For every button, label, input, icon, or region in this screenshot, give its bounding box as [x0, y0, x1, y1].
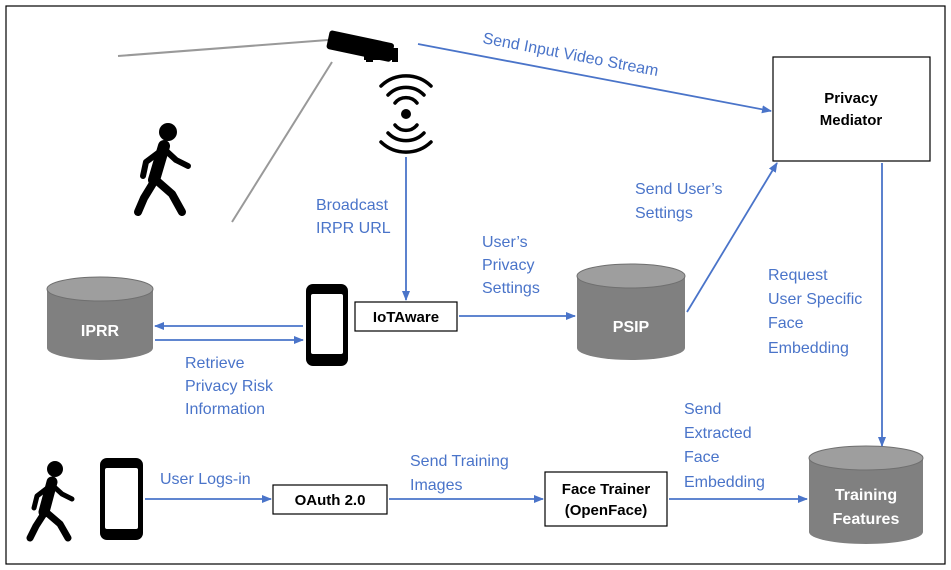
broadcast-label-2: IRPR URL [316, 220, 391, 237]
diagram-frame [5, 5, 946, 565]
request-embedding-label-3: Face [768, 315, 804, 332]
camera-sight-line [117, 39, 329, 57]
users-privacy-label-1: User’s [482, 234, 528, 251]
privacy-mediator-box: Privacy Mediator [772, 56, 931, 162]
oauth-label: OAuth 2.0 [295, 492, 366, 509]
walking-person-icon [134, 123, 191, 216]
psip-cylinder: PSIP [576, 263, 686, 360]
smartphone-icon [306, 284, 348, 366]
retrieve-risk-label-2: Privacy Risk [185, 378, 274, 395]
send-users-settings-label-2: Settings [635, 205, 693, 222]
send-training-label-1: Send Training [410, 453, 509, 470]
camera-sight-line [231, 61, 333, 223]
send-extracted-label-4: Embedding [684, 474, 765, 491]
iprr-label: IPRR [81, 323, 120, 340]
face-trainer-label-1: Face Trainer [562, 481, 651, 498]
users-privacy-label-3: Settings [482, 280, 540, 297]
iprr-cylinder: IPRR [46, 276, 154, 360]
user-logs-in-label: User Logs-in [160, 471, 251, 488]
training-features-label-2: Features [833, 511, 900, 528]
psip-label: PSIP [613, 319, 650, 336]
broadcast-label-1: Broadcast [316, 197, 389, 214]
request-embedding-label-1: Request [768, 267, 828, 284]
retrieve-risk-label-3: Information [185, 401, 265, 418]
walking-person-icon [26, 461, 75, 542]
retrieve-risk-label-1: Retrieve [185, 355, 245, 372]
send-extracted-label-2: Extracted [684, 425, 752, 442]
send-extracted-label-3: Face [684, 449, 720, 466]
training-features-label-1: Training [835, 487, 897, 504]
privacy-mediator-label-1: Privacy [824, 90, 878, 107]
camera-icon [326, 30, 398, 62]
privacy-mediator-label-2: Mediator [820, 112, 883, 129]
users-settings-arrow [686, 162, 778, 313]
face-trainer-label-2: (OpenFace) [565, 502, 648, 519]
face-trainer-box: Face Trainer (OpenFace) [544, 471, 668, 527]
wifi-signal-icon [379, 74, 433, 154]
send-extracted-label-1: Send [684, 401, 721, 418]
send-users-settings-label-1: Send User’s [635, 181, 722, 198]
iotaware-box: IoTAware [354, 301, 458, 332]
users-privacy-label-2: Privacy [482, 257, 534, 274]
smartphone-icon [100, 458, 143, 540]
request-embedding-label-2: User Specific [768, 291, 862, 308]
send-training-label-2: Images [410, 477, 462, 494]
request-embedding-label-4: Embedding [768, 340, 849, 357]
video-stream-arrow [417, 43, 772, 114]
oauth-box: OAuth 2.0 [272, 484, 388, 515]
iotaware-label: IoTAware [373, 309, 439, 326]
training-features-cylinder: Training Features [808, 445, 924, 544]
